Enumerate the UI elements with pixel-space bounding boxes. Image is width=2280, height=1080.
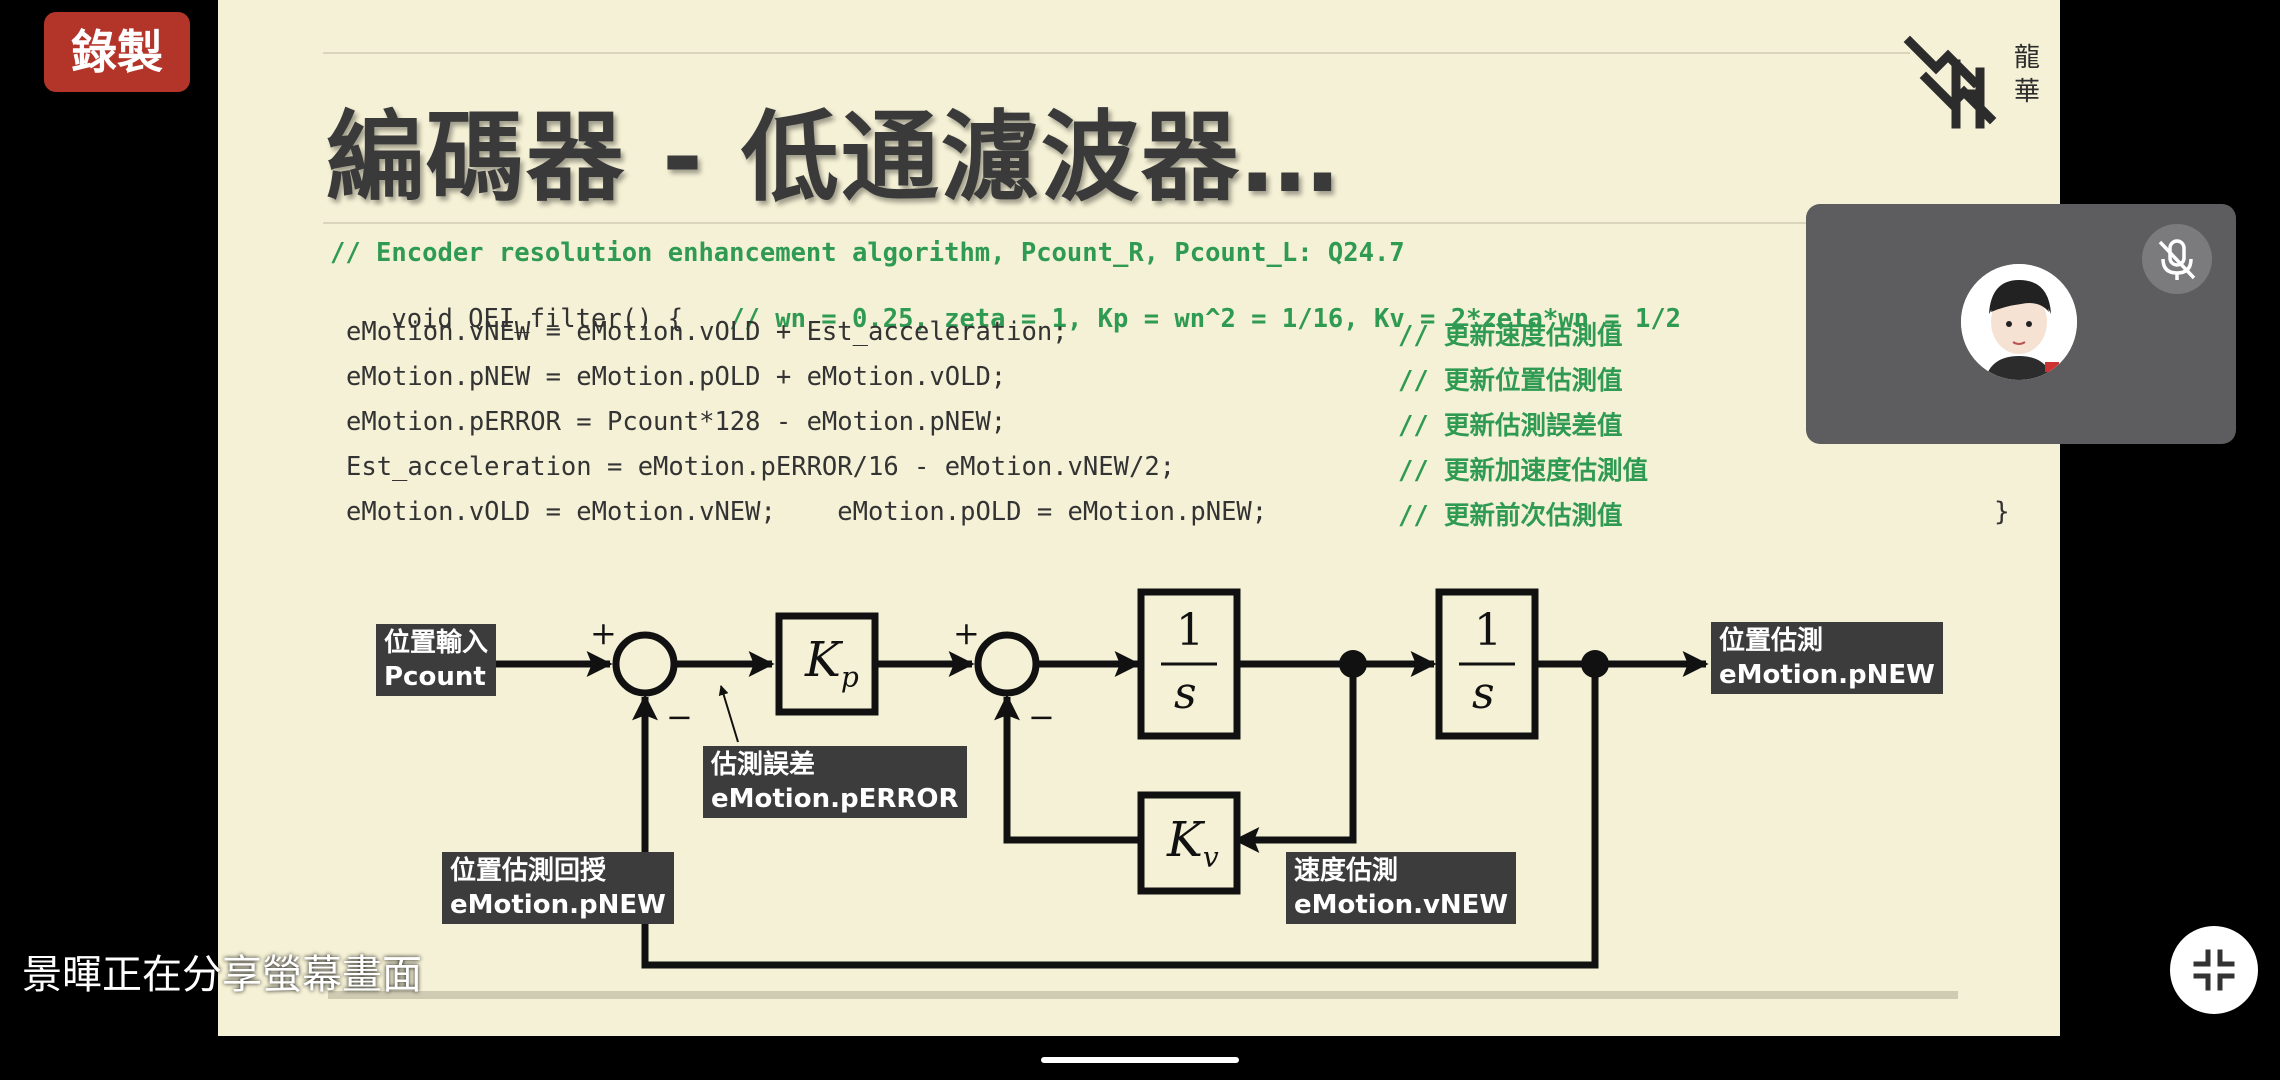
logo-text-2: 華 (2014, 77, 2040, 107)
code-line: eMotion.vOLD = eMotion.vNEW; eMotion.pOL… (346, 497, 1268, 527)
kp-label: Kp (805, 632, 859, 694)
input-label-var: Pcount (384, 662, 486, 692)
code-comment: // 更新位置估測值 (1398, 366, 1623, 396)
code-line: eMotion.pERROR = Pcount*128 - eMotion.pN… (346, 407, 1007, 437)
integrator-1-den: s (1174, 668, 1197, 719)
university-logo: 龍 華 (1903, 35, 2040, 129)
kv-block (1137, 791, 1241, 895)
kv-subscript: v (1202, 840, 1219, 874)
code-comment: // 更新速度估測值 (1398, 321, 1623, 351)
logo-text-1: 龍 (2014, 43, 2040, 73)
branch-point-2 (1581, 650, 1609, 678)
code-line: eMotion.vNEW = eMotion.vOLD + Est_accele… (346, 317, 1068, 347)
bottom-divider (328, 991, 1958, 999)
velocity-label-cn: 速度估測 (1294, 856, 1399, 886)
code-comment: // 更新加速度估測值 (1398, 456, 1649, 486)
error-label: 估測誤差 eMotion.pERROR (703, 746, 967, 818)
velocity-label-var: eMotion.vNEW (1294, 890, 1509, 920)
feedback-label-var: eMotion.pNEW (450, 890, 666, 920)
code-line: Est_acceleration = eMotion.pERROR/16 - e… (346, 452, 1176, 482)
velocity-feedback-path (1233, 664, 1357, 853)
code-function-decl: void QEI_filter() { // wn = 0.25, zeta =… (330, 274, 1681, 364)
feedback-label-cn: 位置估測回授 (450, 856, 607, 886)
mic-muted-icon (2142, 224, 2212, 294)
slide-title: 編碼器 - 低通濾波器… (326, 101, 1341, 215)
code-comment: // 更新前次估測值 (1398, 501, 1623, 531)
error-label-cn: 估測誤差 (711, 750, 816, 780)
home-indicator[interactable] (1041, 1057, 1239, 1063)
exit-fullscreen-button[interactable] (2170, 926, 2258, 1014)
block-diagram (494, 588, 1709, 969)
error-label-var: eMotion.pERROR (711, 784, 959, 814)
output-label-cn: 位置估測 (1719, 626, 1824, 656)
output-label: 位置估測 eMotion.pNEW (1711, 622, 1943, 694)
minimize-icon (2193, 949, 2235, 991)
kv-label: Kv (1167, 812, 1219, 874)
code-decl-comment: // wn = 0.25, zeta = 1, Kp = wn^2 = 1/16… (729, 304, 1682, 334)
screen-sharing-status: 景暉正在分享螢幕畫面 (22, 952, 422, 998)
kp-subscript: p (840, 660, 859, 694)
avatar (1961, 264, 2077, 380)
title-divider (323, 222, 1910, 224)
integrator-2-den: s (1472, 668, 1495, 719)
code-header-comment: // Encoder resolution enhancement algori… (330, 238, 1405, 268)
kp-symbol: K (805, 632, 841, 688)
position-feedback-path (632, 664, 1599, 969)
feedback-label: 位置估測回授 eMotion.pNEW (442, 852, 674, 924)
branch-point-1 (1339, 650, 1367, 678)
code-comment: // 更新估測誤差值 (1398, 411, 1623, 441)
velocity-label: 速度估測 eMotion.vNEW (1286, 852, 1517, 924)
participant-tile[interactable] (1806, 204, 2236, 444)
plus-sign-1: + (590, 614, 617, 652)
output-label-var: eMotion.pNEW (1719, 660, 1935, 690)
minus-sign-1: − (666, 698, 693, 736)
integrator-2-num: 1 (1474, 605, 1502, 656)
integrator-1-num: 1 (1176, 605, 1204, 656)
presentation-slide: 編碼器 - 低通濾波器… 龍 華 // Encoder resolution e… (218, 0, 2060, 1036)
code-line: eMotion.pNEW = eMotion.pOLD + eMotion.vO… (346, 362, 1007, 392)
recording-badge: 錄製 (44, 12, 190, 92)
kv-symbol: K (1167, 812, 1203, 868)
code-decl: void QEI_filter() { (391, 304, 684, 334)
minus-sign-2: − (1028, 698, 1055, 736)
summing-junction-2 (974, 631, 1040, 697)
plus-sign-2: + (953, 614, 980, 652)
kv-feedback-arrow (994, 694, 1141, 844)
input-label: 位置輸入 Pcount (376, 624, 497, 696)
code-closing-brace: } (1994, 497, 2010, 527)
summing-junction-1 (612, 631, 678, 697)
top-divider (323, 52, 1910, 54)
error-pointer (718, 685, 739, 743)
input-label-cn: 位置輸入 (384, 628, 489, 658)
